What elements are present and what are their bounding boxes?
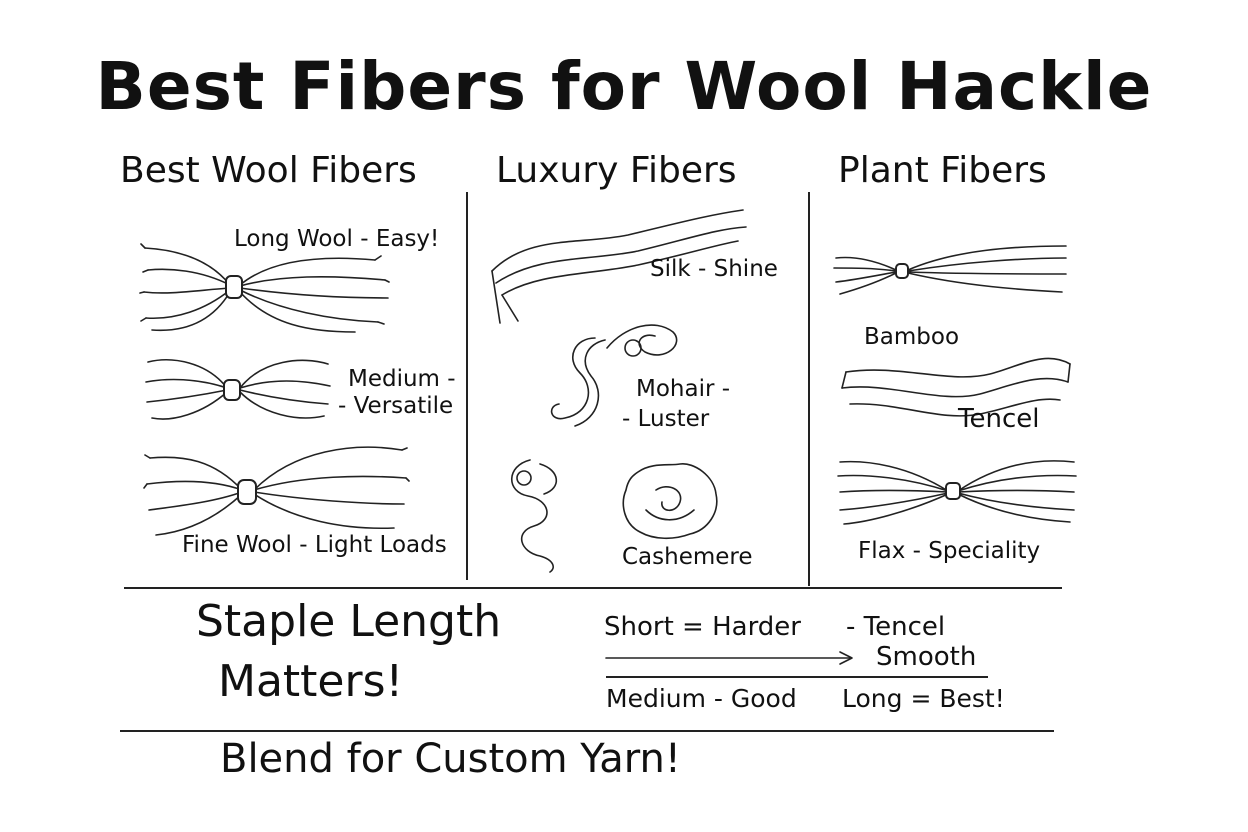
staple-long: Long = Best! bbox=[842, 684, 1005, 713]
label-tencel: Tencel bbox=[958, 404, 1040, 434]
medium-wool-lock-icon bbox=[145, 359, 331, 420]
cashmere-tuft-icon bbox=[622, 463, 718, 540]
label-flax: Flax - Speciality bbox=[858, 538, 1041, 564]
label-medium: Medium - bbox=[348, 366, 456, 392]
staple-short: Short = Harder bbox=[604, 612, 801, 642]
mohair-curl-icon bbox=[550, 324, 678, 427]
long-wool-lock-icon bbox=[139, 243, 390, 333]
staple-smooth: Smooth bbox=[876, 642, 977, 672]
heading-plant-fibers: Plant Fibers bbox=[838, 150, 1047, 191]
section-divider-bottom bbox=[120, 730, 1054, 732]
staple-medium: Medium - Good bbox=[606, 684, 797, 713]
arrow-right-icon bbox=[605, 651, 853, 665]
silk-ribbon-icon bbox=[491, 209, 747, 324]
label-long-wool: Long Wool - Easy! bbox=[234, 226, 440, 252]
column-divider-right bbox=[808, 192, 810, 586]
bamboo-fiber-icon bbox=[833, 245, 1067, 295]
label-silk: Silk - Shine bbox=[650, 256, 778, 282]
column-divider-left bbox=[466, 192, 468, 580]
staple-tencel: - Tencel bbox=[846, 612, 946, 642]
heading-wool-fibers: Best Wool Fibers bbox=[120, 150, 417, 191]
heading-luxury-fibers: Luxury Fibers bbox=[496, 150, 737, 191]
label-luster: - Luster bbox=[622, 406, 710, 432]
page-title: Best Fibers for Wool Hackle bbox=[95, 48, 1153, 125]
section-divider-top bbox=[124, 587, 1062, 589]
footer-blend: Blend for Custom Yarn! bbox=[220, 736, 681, 782]
label-versatile: - Versatile bbox=[338, 393, 454, 419]
label-cashmere: Cashemere bbox=[622, 544, 753, 570]
label-fine-wool: Fine Wool - Light Loads bbox=[182, 532, 447, 558]
fine-wool-lock-icon bbox=[143, 446, 410, 536]
label-mohair: Mohair - bbox=[636, 376, 731, 402]
staple-heading-line1: Staple Length bbox=[196, 596, 502, 647]
staple-heading-line2: Matters! bbox=[218, 656, 404, 707]
label-bamboo: Bamboo bbox=[864, 324, 960, 350]
staple-scale-line bbox=[606, 676, 988, 678]
cashmere-strand-icon bbox=[511, 459, 558, 573]
tencel-ribbon-icon bbox=[841, 357, 1071, 417]
flax-bundle-icon bbox=[837, 460, 1077, 525]
